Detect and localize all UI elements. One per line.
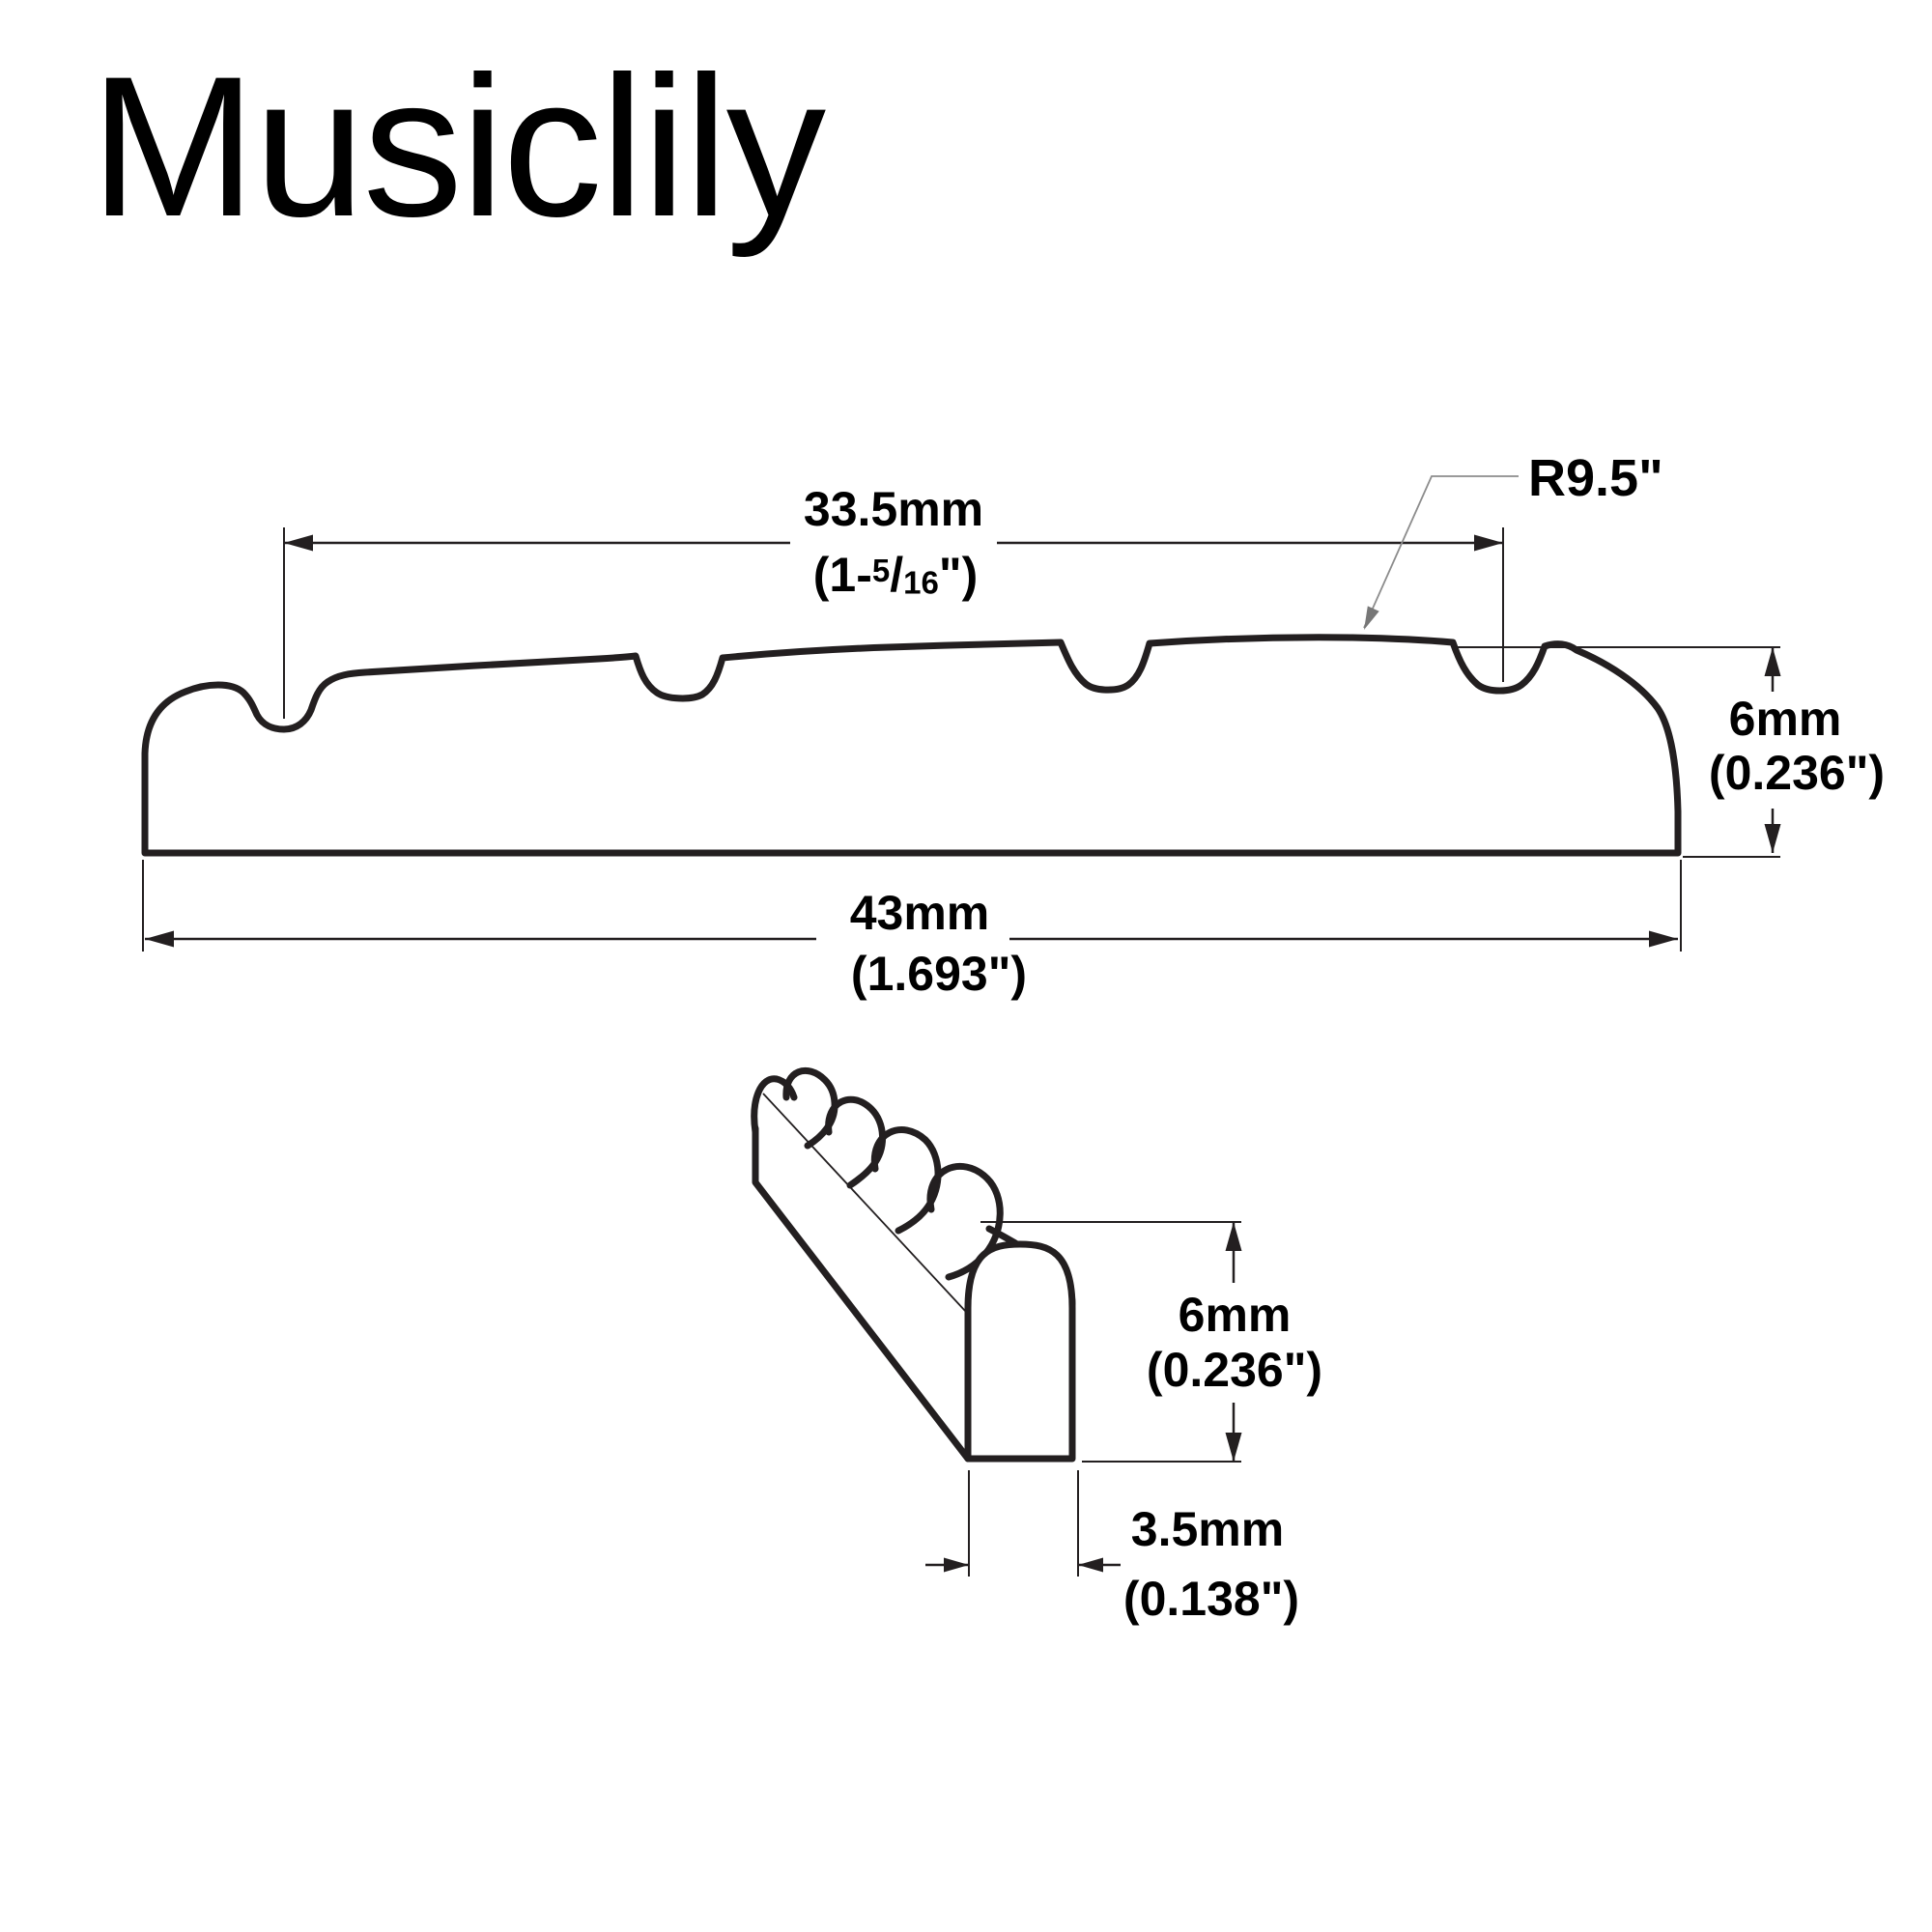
- string-slot-3: [870, 1126, 942, 1235]
- label-side-height-metric: 6mm: [1728, 692, 1842, 746]
- leader-line: [1363, 475, 1519, 629]
- arrowhead-right: [944, 1557, 969, 1573]
- label-slot-span-metric: 33.5mm: [803, 482, 984, 536]
- label-total-width-imperial: (1.693"): [850, 947, 1028, 1001]
- far-end-cap: [751, 1075, 798, 1136]
- end-perspective-view: [751, 1066, 1242, 1577]
- string-slot-1: [782, 1066, 838, 1150]
- radius-leader: [1363, 475, 1519, 630]
- arrowhead-up: [1225, 1222, 1242, 1251]
- arrowhead-right: [1474, 534, 1503, 552]
- arrowhead-left: [145, 930, 174, 948]
- label-slot-span-imperial: (1-5/16"): [813, 549, 978, 601]
- arrowhead-right: [1649, 930, 1678, 948]
- label-thickness-metric: 3.5mm: [1130, 1502, 1285, 1556]
- fraction-close: "): [938, 548, 979, 602]
- arrowhead-up: [1764, 647, 1781, 676]
- nut-side-profile-outline: [141, 634, 1682, 857]
- label-side-height-imperial: (0.236"): [1708, 746, 1886, 800]
- arrowhead-down: [1764, 824, 1781, 853]
- label-thickness-imperial: (0.138"): [1122, 1572, 1300, 1626]
- fraction-numerator: 5: [871, 553, 891, 589]
- fraction-open: (1-: [812, 548, 872, 602]
- fraction-denominator: 16: [903, 564, 939, 601]
- dimension-thickness: [925, 1470, 1121, 1577]
- nut-front-face-edges: [752, 1124, 972, 1463]
- arrowhead-down: [1225, 1433, 1242, 1462]
- dimension-total-width: [142, 860, 1682, 952]
- side-profile-view: [141, 475, 1781, 952]
- arrowhead-left: [1078, 1557, 1103, 1573]
- arrowhead-left: [284, 534, 313, 552]
- label-total-width-metric: 43mm: [849, 886, 990, 940]
- fraction-slash: /: [890, 548, 904, 602]
- brand-title: Musiclily: [90, 35, 826, 258]
- leader-arrowhead: [1364, 606, 1379, 630]
- string-slot-2: [825, 1095, 887, 1189]
- label-fretboard-radius: R9.5": [1528, 449, 1663, 507]
- crest-line: [762, 1093, 967, 1313]
- label-end-height-imperial: (0.236"): [1146, 1343, 1323, 1397]
- dimension-height-side: [1456, 646, 1781, 858]
- nut-end-face: [964, 1240, 1076, 1463]
- dimension-height-end: [980, 1221, 1242, 1463]
- dimension-slot-span: [283, 527, 1504, 719]
- label-end-height-metric: 6mm: [1178, 1288, 1292, 1342]
